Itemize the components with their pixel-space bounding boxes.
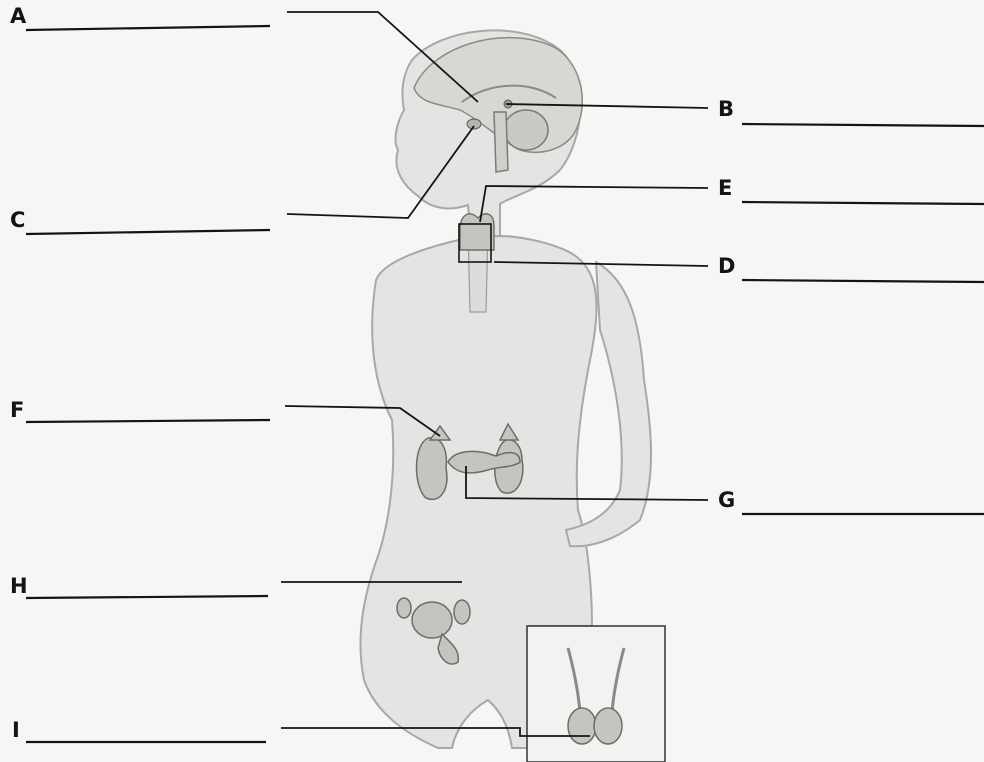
label-b: B [718, 99, 734, 120]
blank-b [742, 124, 984, 126]
label-d: D [718, 256, 735, 277]
blank-c [26, 230, 270, 234]
left-testis-shape [568, 708, 596, 744]
blank-d [742, 280, 984, 282]
label-g: G [718, 490, 735, 511]
inset-box [527, 626, 665, 762]
label-f: F [10, 400, 24, 421]
blank-a [26, 26, 270, 30]
label-c: C [10, 210, 25, 231]
inset-testes [527, 626, 665, 762]
label-i: I [12, 720, 20, 741]
blank-h [26, 596, 268, 598]
right-testis-shape [594, 708, 622, 744]
brainstem-shape [494, 112, 508, 172]
cerebellum-shape [504, 110, 548, 150]
left-kidney-shape [417, 438, 447, 500]
label-h: H [10, 576, 28, 597]
label-a: A [10, 6, 26, 27]
right-ovary-shape [454, 600, 470, 624]
blank-e [742, 202, 984, 204]
left-ovary-shape [397, 598, 411, 618]
uterus-shape [412, 602, 452, 638]
thyroid-gland-shape [460, 214, 494, 250]
blank-f [26, 420, 270, 422]
label-e: E [718, 178, 732, 199]
